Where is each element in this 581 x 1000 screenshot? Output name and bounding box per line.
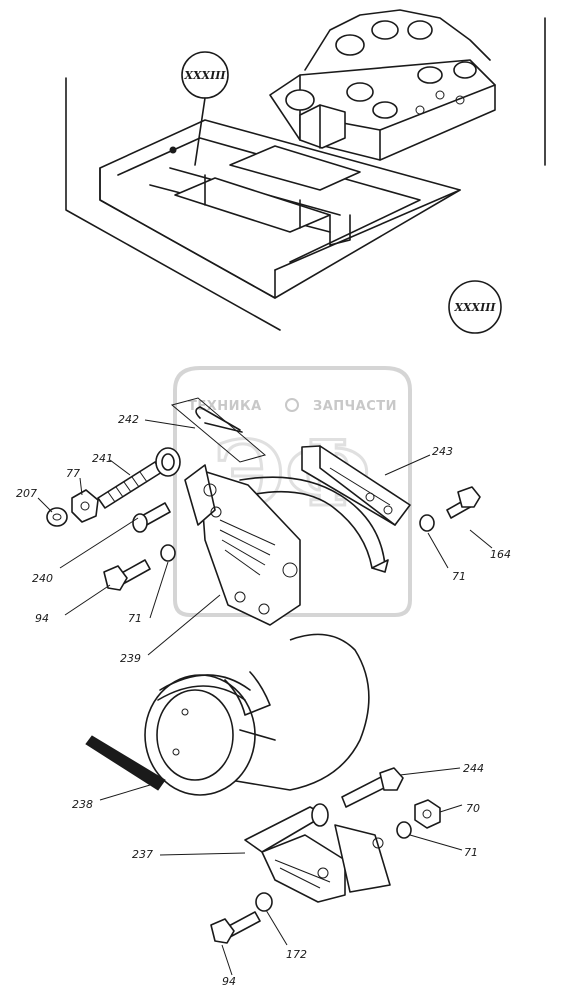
washer-172	[255, 892, 273, 912]
label-243: 243	[432, 445, 453, 458]
bolt-164	[446, 486, 481, 519]
washer-207	[46, 507, 68, 527]
short-bolt-240	[132, 502, 171, 533]
label-94-upper: 94	[35, 612, 49, 625]
label-71-left: 71	[128, 612, 142, 625]
detail-callout-circle	[448, 280, 502, 334]
gear-icon	[285, 398, 299, 412]
label-237: 237	[132, 848, 153, 861]
label-70: 70	[466, 802, 480, 815]
bolt-94-lower	[210, 911, 261, 944]
split-pin-242	[170, 397, 267, 463]
bracket-237	[244, 803, 391, 903]
bolt-94-upper	[103, 559, 151, 591]
label-241: 241	[92, 452, 113, 465]
label-164: 164	[490, 548, 511, 561]
label-240: 240	[32, 572, 53, 585]
label-172: 172	[286, 948, 307, 961]
washer-71-left	[160, 544, 176, 562]
nut-70	[414, 799, 441, 829]
leader-lines	[37, 419, 493, 976]
washer-71-right	[419, 514, 435, 532]
bolt-244	[341, 767, 404, 808]
label-238: 238	[72, 798, 93, 811]
nut-77	[71, 489, 99, 523]
washer-71-bottom	[396, 821, 412, 839]
label-244: 244	[463, 762, 484, 775]
label-207: 207	[16, 487, 37, 500]
watermark-left-text: ТЕХНИКА	[188, 399, 262, 414]
watermark-right-text: ЗАПЧАСТИ	[313, 399, 397, 414]
label-71-right: 71	[452, 570, 466, 583]
label-242: 242	[118, 413, 139, 426]
pulley-drum	[144, 633, 370, 796]
label-77: 77	[66, 467, 80, 480]
long-bolt-241	[97, 447, 181, 509]
slotted-bar-243	[301, 445, 411, 526]
label-239: 239	[120, 652, 141, 665]
label-71-bottom: 71	[464, 846, 478, 859]
label-94-lower: 94	[222, 975, 236, 988]
bracket-239	[184, 464, 301, 626]
top-assembly-illustration	[65, 9, 546, 331]
detail-callout-label: XXXIII	[453, 301, 496, 314]
top-callout-label: XXXIII	[183, 69, 226, 82]
